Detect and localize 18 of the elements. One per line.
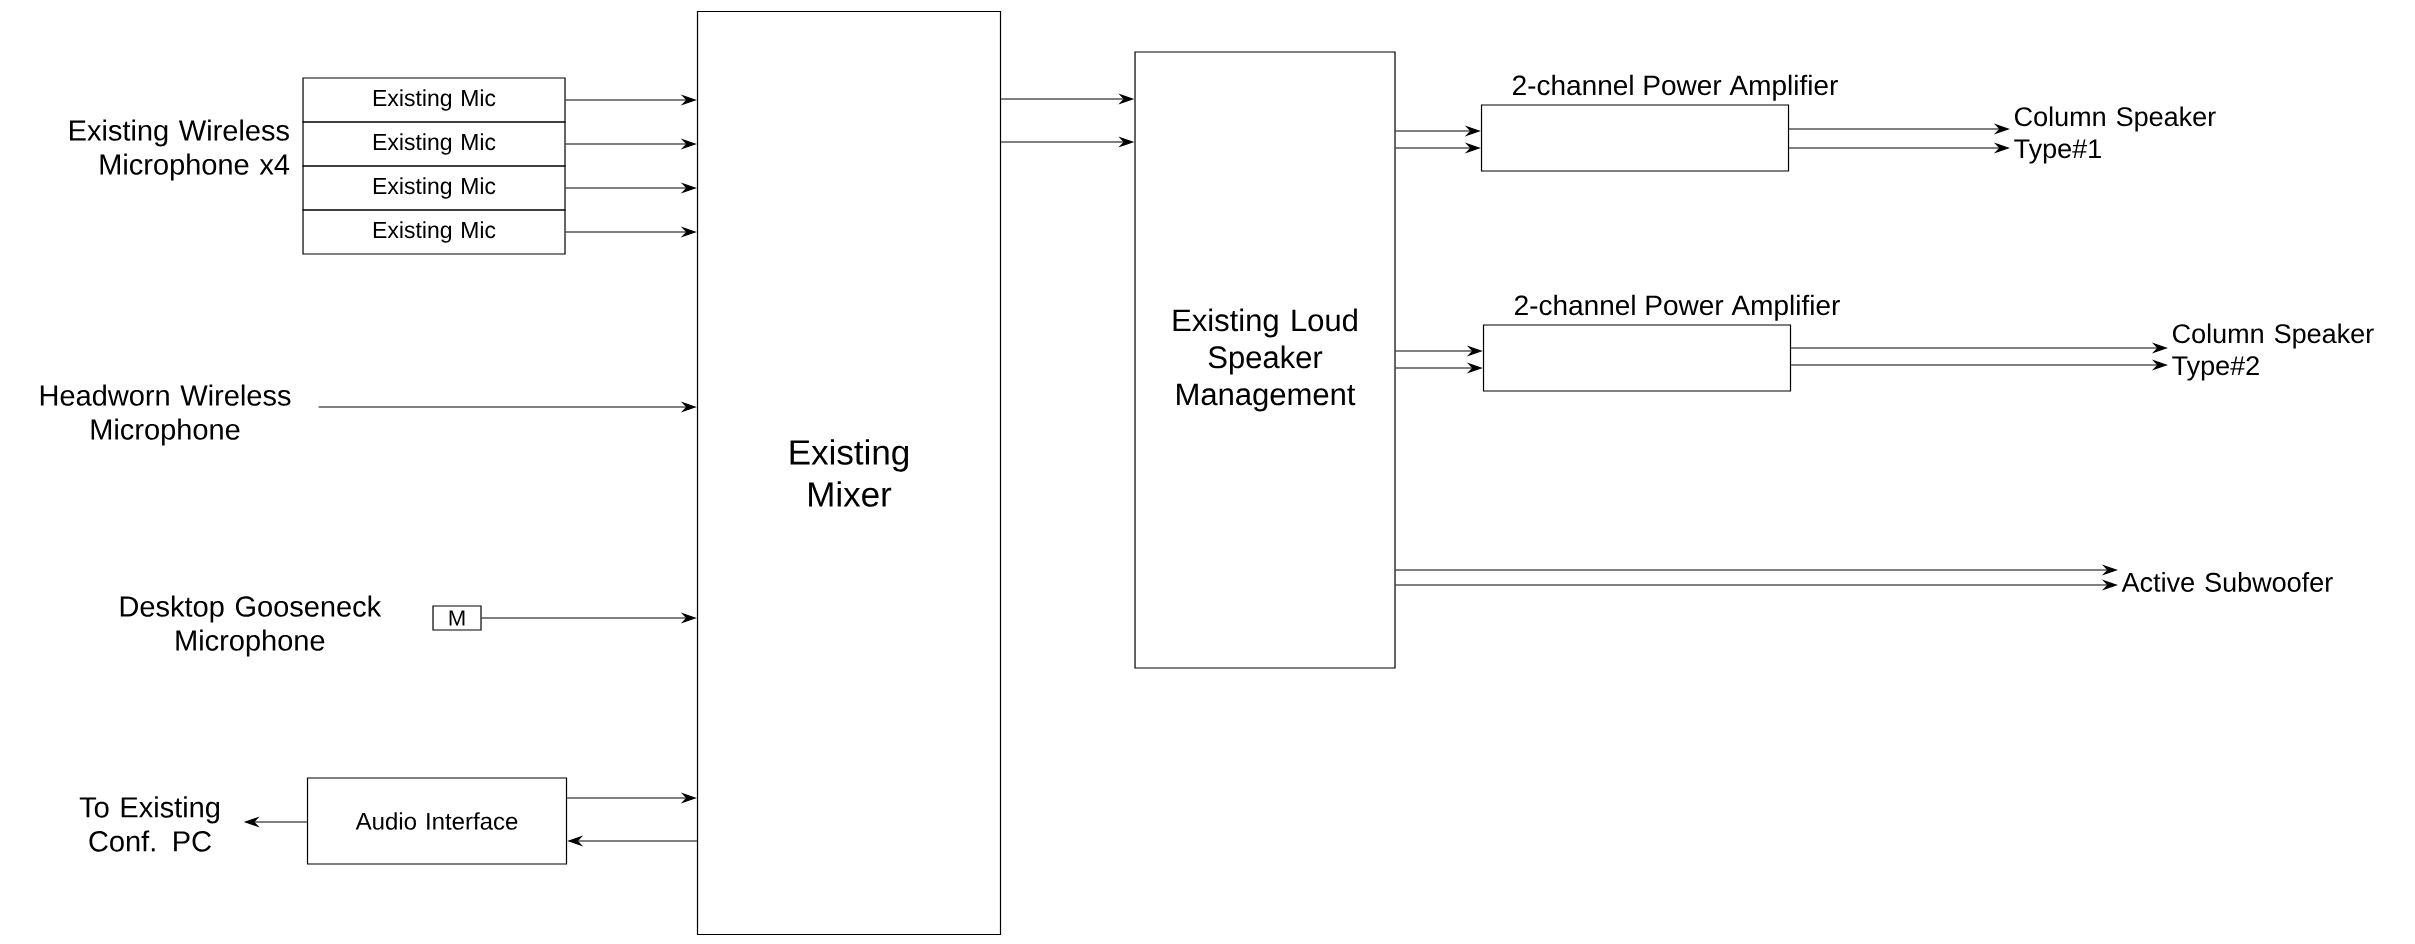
device-label: Existing Wireless Microphone x4 [70, 119, 290, 181]
mic-box: Existing Mic [302, 121, 566, 167]
amplifier-box: 2-channel Power Amplifier [1480, 74, 1838, 172]
amplifier-box: 2-channel Power Amplifier [1482, 294, 1840, 392]
device-label: Column Speaker Type#1 [2014, 106, 2216, 164]
device-label: To Existing Conf. PC [79, 796, 220, 852]
device-label: Headworn Wireless Microphone [40, 384, 291, 446]
mic-box: Existing Mic [302, 165, 566, 211]
process-box: Existing Mixer [696, 10, 1002, 936]
device-label: Desktop Gooseneck Microphone [120, 595, 382, 657]
process-box: Audio Interface [306, 777, 568, 865]
mic-box: Existing Mic [302, 209, 566, 255]
process-box: Existing Loud Speaker Management [1134, 51, 1396, 669]
device-label: Column Speaker Type#2 [2172, 323, 2374, 381]
node-label: 2-channel Power Amplifier [1513, 74, 1838, 101]
mic-box: Existing Mic [302, 77, 566, 123]
node-label: 2-channel Power Amplifier [1515, 294, 1840, 321]
device-label: Active Subwoofer [2121, 572, 2333, 592]
